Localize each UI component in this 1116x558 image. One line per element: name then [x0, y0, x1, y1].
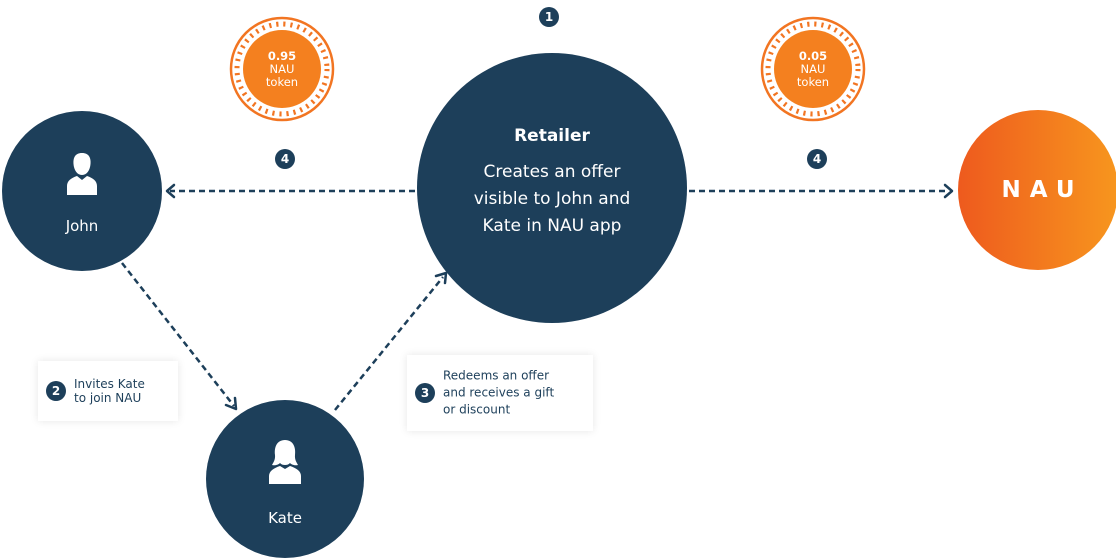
- step-1-badge: 1: [539, 7, 559, 27]
- token-amount: 0.95: [267, 49, 297, 63]
- nau-logo: NAU: [1001, 177, 1084, 203]
- token-unit: NAU: [800, 62, 826, 76]
- arrowhead-retailer: [434, 271, 448, 285]
- step-4-badge-left: 4: [275, 149, 295, 169]
- nau-token-left: 0.95 NAU token: [229, 16, 335, 122]
- step-4-badge-right: 4: [807, 149, 827, 169]
- token-word: token: [265, 75, 299, 89]
- arrowhead-kate: [224, 396, 238, 411]
- retailer-title: Retailer: [514, 126, 590, 146]
- redeem-note-line-2: and receives a gift: [443, 385, 555, 400]
- invite-note-line-1: Invites Kate: [74, 377, 145, 391]
- female-user-icon: [269, 440, 301, 484]
- redeem-note-line-1: Redeems an offer: [443, 368, 550, 383]
- retailer-description: Creates an offer visible to John and Kat…: [473, 162, 631, 236]
- john-node: John: [2, 111, 162, 271]
- nau-token-right: 0.05 NAU token: [760, 16, 866, 122]
- token-coin-icon: [760, 16, 866, 122]
- token-coin-icon: [229, 16, 335, 122]
- step-2-badge: 2: [46, 381, 66, 401]
- male-user-icon: [67, 153, 97, 195]
- invite-note-line-2: to join NAU: [74, 391, 142, 405]
- arrow-john-to-kate: [121, 262, 235, 407]
- token-amount: 0.05: [798, 49, 828, 63]
- token-unit: NAU: [269, 62, 295, 76]
- nau-brand-node: NAU: [958, 110, 1116, 270]
- arrowhead-john: [165, 183, 176, 199]
- redeem-note: 3 Redeems an offer and receives a gift o…: [407, 355, 593, 431]
- token-word: token: [796, 75, 830, 89]
- invite-note: 2 Invites Kate to join NAU: [38, 361, 178, 421]
- kate-node: Kate: [206, 400, 364, 558]
- john-label: John: [65, 217, 99, 235]
- arrow-kate-to-retailer: [334, 276, 444, 411]
- step-3-badge: 3: [415, 383, 435, 403]
- kate-label: Kate: [268, 509, 302, 527]
- retailer-node: Retailer Creates an offer visible to Joh…: [417, 53, 687, 323]
- arrowhead-nau: [943, 183, 954, 199]
- redeem-note-line-3: or discount: [443, 402, 511, 417]
